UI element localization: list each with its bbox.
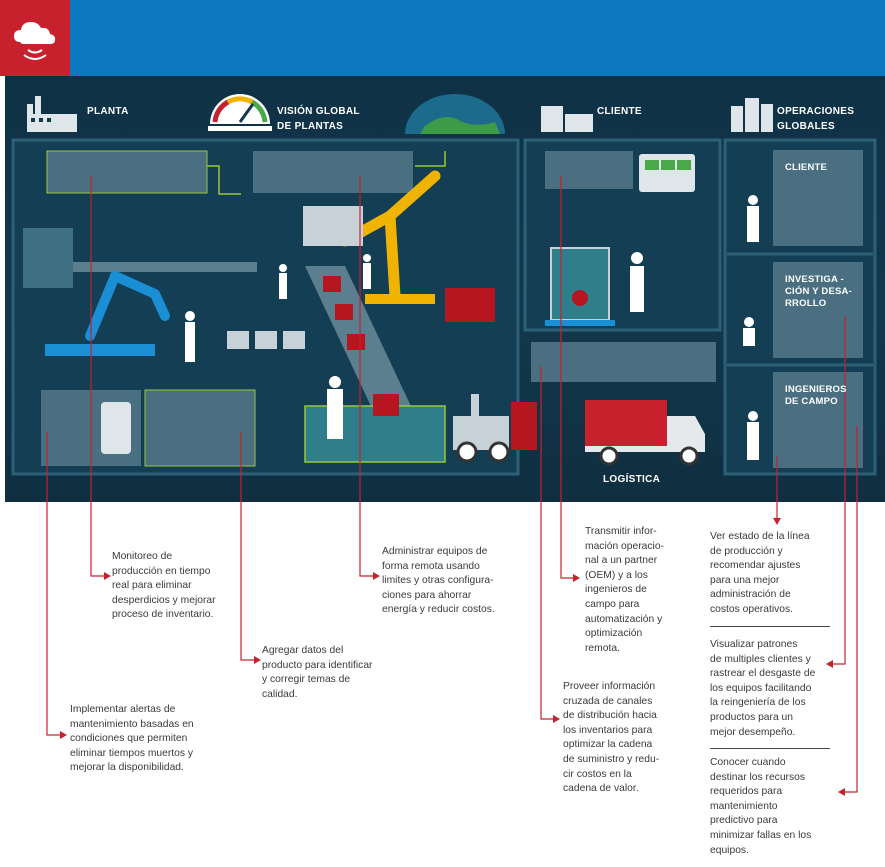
divider [710,748,830,749]
logo-tile [0,0,70,76]
note-administrar-equipos: Administrar equipos de forma remota usan… [382,546,495,616]
note-ver-estado: Ver estado de la línea de producción y r… [710,531,810,615]
label-worker-ingenieros: INGENIEROS DE CAMPO [785,384,847,407]
label-logistica: LOGÍSTICA [603,474,661,485]
factory-icon [27,96,77,132]
forklift-icon [453,394,537,463]
note-transmitir: Transmitir infor- mación operacio- nal a… [585,526,664,654]
note-monitoreo: Monitoreo de producción en tiempo real p… [112,551,216,621]
note-proveer: Proveer información cruzada de canales d… [563,681,660,795]
label-planta: PLANTA [87,106,129,117]
truck-icon [585,400,705,466]
factory-scene: PLANTA VISIÓN GLOBAL DE PLANTAS CLIENTE … [5,76,885,502]
robot-arm-left [85,271,170,341]
label-cliente: CLIENTE [597,106,642,117]
globe-icon [405,94,505,134]
label-worker-cliente: CLIENTE [785,162,828,173]
buildings-icon [731,98,773,132]
divider [710,626,830,627]
note-visualizar: Visualizar patrones de multiples cliente… [710,639,816,738]
note-implementar-alertas: Implementar alertas de mantenimiento bas… [70,704,194,774]
building-icon [541,106,593,132]
scene-illustration [11,94,877,502]
label-vision-global: VISIÓN GLOBAL DE PLANTAS [277,106,360,132]
header-bar [0,0,885,76]
note-conocer: Conocer cuando destinar los recursos req… [710,757,812,856]
note-agregar-datos: Agregar datos del producto para identifi… [262,645,373,700]
label-worker-investigacion: INVESTIGA - CIÓN Y DESA- RROLLO [785,274,852,309]
label-operaciones-globales: OPERACIONES GLOBALES [777,106,855,132]
gauge-icon [208,94,272,131]
cloud-wifi-icon [14,22,56,60]
